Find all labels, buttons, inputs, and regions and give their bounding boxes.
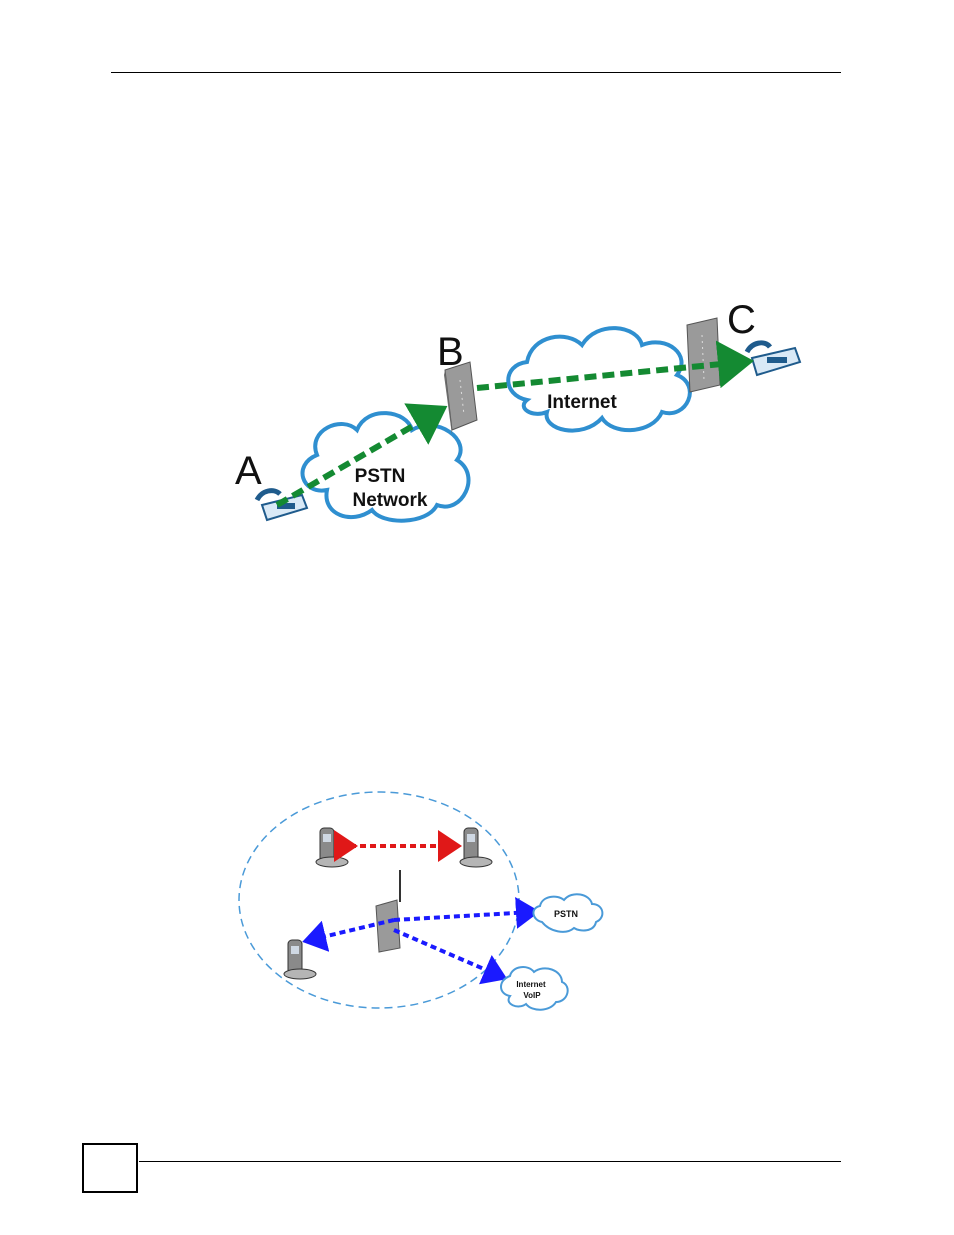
phone-c-icon <box>747 343 800 375</box>
arrow-base-to-pstn <box>394 912 532 920</box>
arrow-base-to-internet-voip <box>394 930 500 976</box>
handset-icon-bottom-left <box>284 940 316 979</box>
internet-cloud-label: Internet <box>547 392 617 413</box>
footer-rule <box>139 1161 841 1162</box>
page-number-box <box>82 1143 138 1193</box>
pstn-cloud-label-1: PSTN <box>355 466 406 487</box>
label-c: C <box>727 300 756 342</box>
gateway-device-c <box>687 318 720 392</box>
internet-voip-label-1: Internet <box>516 980 546 989</box>
pstn-cloud-label: PSTN <box>554 909 578 919</box>
base-station-icon <box>376 870 400 952</box>
label-b: B <box>437 330 464 374</box>
handset-icon-top-right <box>460 828 492 867</box>
pstn-internet-call-diagram: PSTN Network Internet A B C <box>232 300 802 530</box>
pstn-cloud-label-2: Network <box>353 490 428 511</box>
internet-voip-cloud: Internet VoIP <box>501 967 568 1010</box>
handset-icon-top-left <box>316 828 348 867</box>
pstn-cloud: PSTN Network <box>303 413 469 521</box>
label-a: A <box>235 449 262 493</box>
header-rule <box>111 72 841 73</box>
coverage-boundary <box>239 792 519 1008</box>
pstn-cloud-small: PSTN <box>533 894 602 932</box>
internet-voip-label-2: VoIP <box>523 991 541 1000</box>
dect-handset-diagram: PSTN Internet VoIP <box>232 790 612 1015</box>
